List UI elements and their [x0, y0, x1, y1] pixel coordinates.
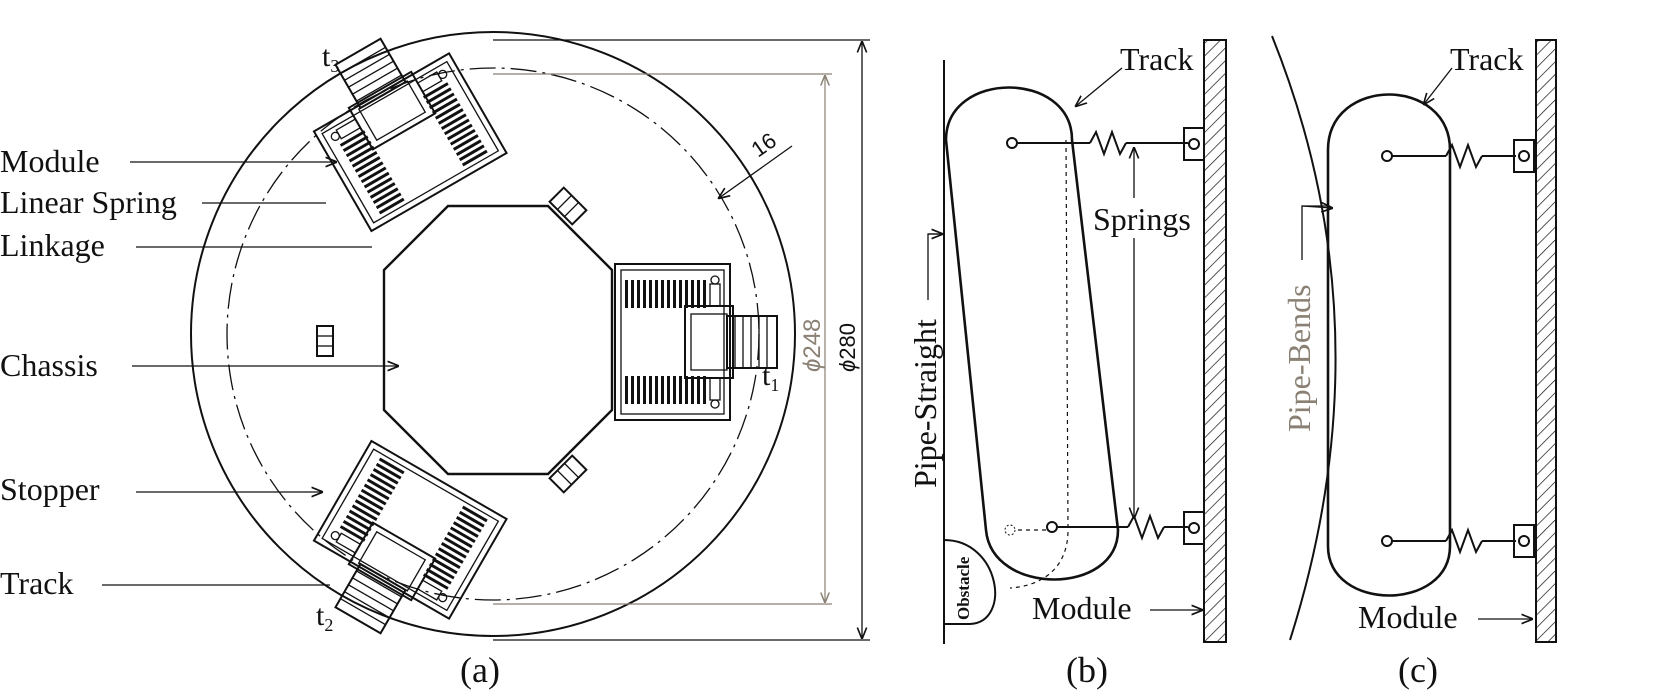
spring-bottom-c: [1381, 524, 1535, 558]
module-ghost-outline: [1009, 139, 1069, 589]
dimension-outer-280: ϕ280: [493, 39, 870, 641]
svg-text:ϕ280: ϕ280: [835, 323, 860, 372]
obstacle: [943, 538, 997, 625]
spring-bottom: [1046, 511, 1205, 545]
label-linear-spring: Linear Spring: [0, 184, 177, 220]
module-track-body-c: [1326, 93, 1452, 597]
tag-t3: t3: [322, 40, 339, 76]
module-track-body: [944, 86, 1120, 581]
label-stopper: Stopper: [0, 471, 100, 507]
chassis-stubs: [316, 186, 588, 494]
panel-a-labels: Module Linear Spring Linkage Chassis Sto…: [0, 40, 779, 635]
spring-top-c: [1381, 139, 1535, 173]
dimension-inner-248: ϕ248: [493, 73, 832, 605]
hatched-wall: [1203, 39, 1227, 643]
dimension-clearance-16: 16: [719, 128, 793, 198]
pipe-bend-wall: [1271, 35, 1337, 641]
hatched-wall-c: [1535, 39, 1557, 643]
label-track-b: Track: [1120, 41, 1193, 77]
svg-text:Obstacle: Obstacle: [954, 556, 973, 620]
module-right: [615, 264, 777, 420]
tag-t2: t2: [316, 599, 333, 635]
label-track: Track: [0, 565, 73, 601]
pipe-outer-circle: [190, 31, 796, 637]
label-track-c: Track: [1450, 41, 1523, 77]
caption-b: (b): [1066, 650, 1108, 690]
svg-text:ϕ248: ϕ248: [799, 319, 826, 372]
label-pipe-straight: Pipe-Straight: [907, 319, 943, 488]
label-module-b: Module: [1032, 590, 1132, 626]
caption-a: (a): [460, 650, 500, 690]
panel-c-bent-pipe: Track Pipe-Bends Module (c): [1271, 35, 1557, 690]
label-linkage: Linkage: [0, 227, 105, 263]
panel-b-straight-pipe: Obstacle Springs Track Pipe-Straight Mod…: [907, 39, 1227, 690]
spring-top: [1006, 127, 1205, 161]
caption-c: (c): [1398, 650, 1438, 690]
tag-t1: t1: [762, 359, 779, 395]
label-module: Module: [0, 143, 100, 179]
label-pipe-bends: Pipe-Bends: [1281, 284, 1317, 432]
label-module-c: Module: [1358, 599, 1458, 635]
panel-a-robot-cross-section: Module Linear Spring Linkage Chassis Sto…: [0, 13, 870, 690]
label-chassis: Chassis: [0, 347, 98, 383]
label-springs: Springs: [1093, 201, 1191, 237]
chassis-octagon: [382, 204, 614, 476]
